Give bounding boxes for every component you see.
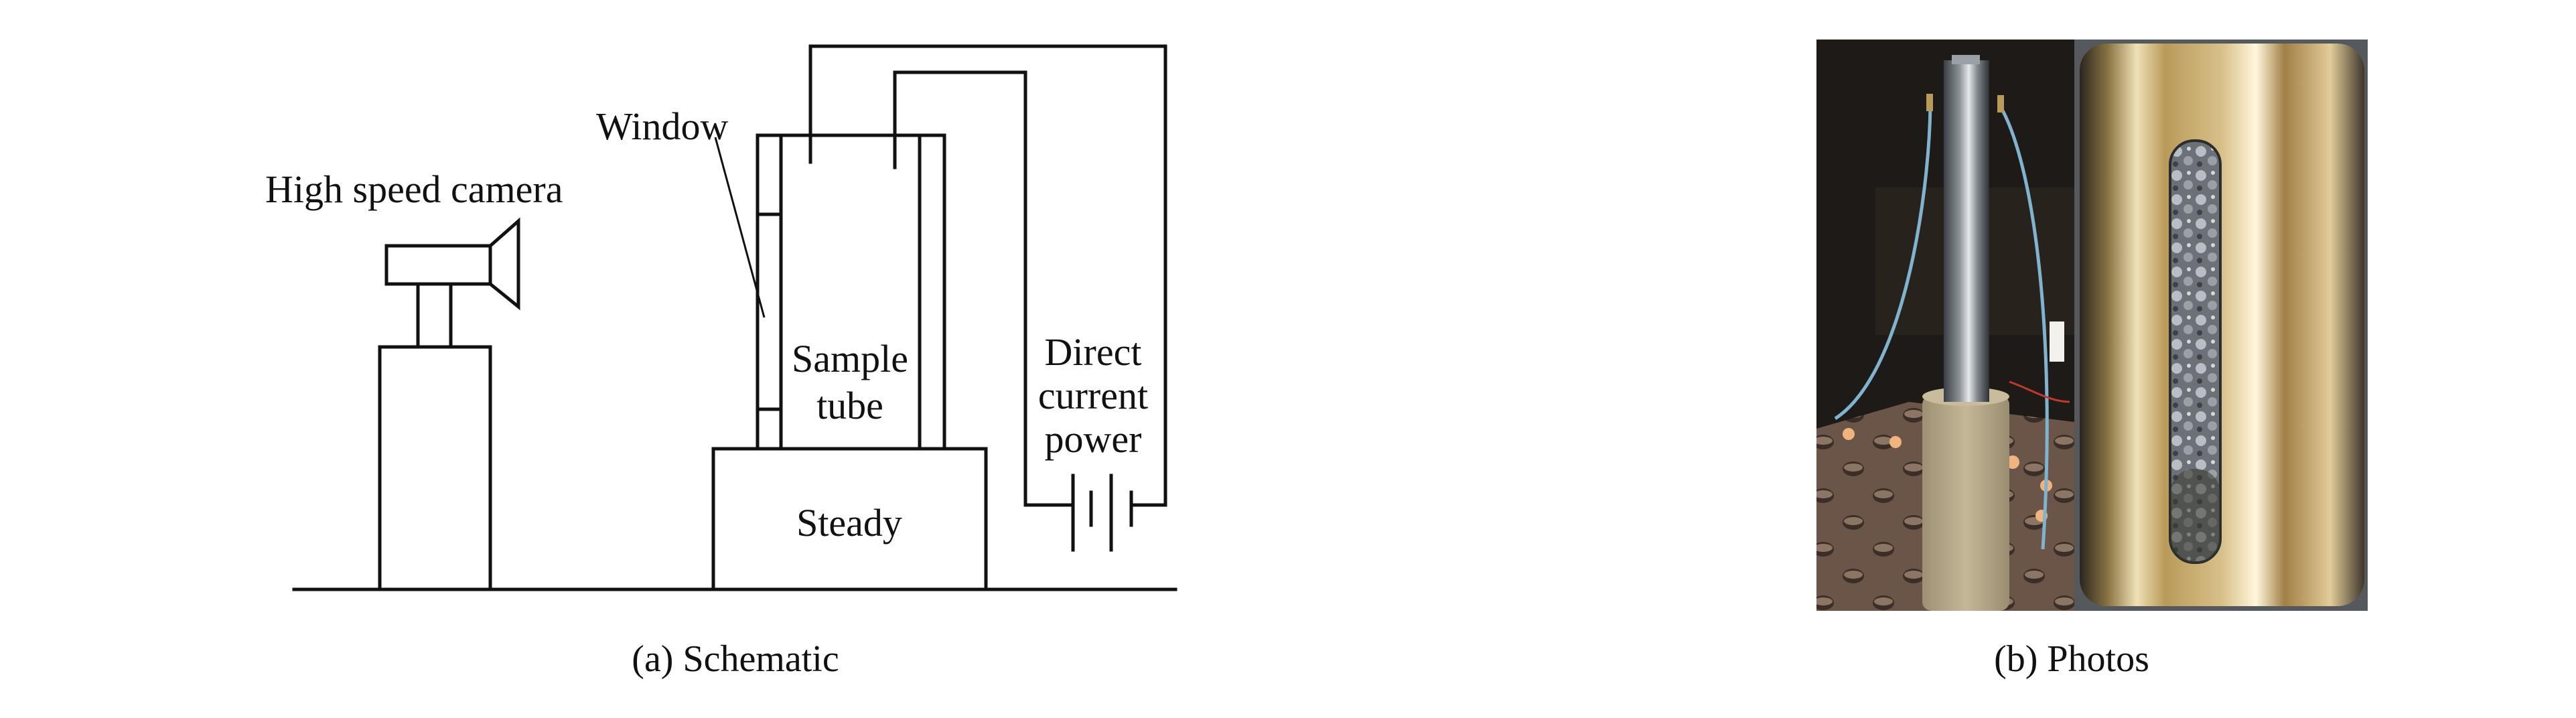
- wire-outer: [808, 44, 1167, 507]
- window-leader-line: [714, 137, 766, 318]
- setup-photo: [1816, 40, 2076, 611]
- steady-base: [711, 447, 988, 591]
- window-label: Window: [596, 104, 729, 148]
- camera-stand: [378, 345, 492, 591]
- camera-drawing: [378, 217, 520, 591]
- photos: (b) Photos: [1816, 40, 2368, 680]
- steady-label: Steady: [796, 501, 902, 545]
- camera-body: [384, 244, 492, 286]
- wire-inner: [893, 70, 1075, 507]
- window-photo: [2074, 40, 2368, 611]
- power-label-line1: Direct: [1045, 330, 1142, 374]
- camera-label: High speed camera: [265, 167, 563, 211]
- power-label-line3: power: [1045, 417, 1142, 461]
- power-label-line2: current: [1038, 374, 1148, 417]
- schematic-caption: (a) Schematic: [632, 638, 839, 680]
- photos-caption: (b) Photos: [1994, 638, 2149, 680]
- wire-right: [2001, 109, 2049, 550]
- wire-left: [1834, 105, 1932, 421]
- sample-tube-label-line1: Sample: [792, 337, 908, 380]
- schematic: High speed camera Steady Sample tube Win…: [265, 44, 1177, 680]
- sample-tube-label-line2: tube: [816, 384, 883, 427]
- steel-tube: [1944, 60, 1989, 402]
- camera-lens: [488, 217, 520, 311]
- brass-tube: [2080, 44, 2364, 606]
- ceramic-base: [1922, 395, 2009, 611]
- tube-assembly: [756, 133, 946, 451]
- battery-icon: [1071, 474, 1133, 552]
